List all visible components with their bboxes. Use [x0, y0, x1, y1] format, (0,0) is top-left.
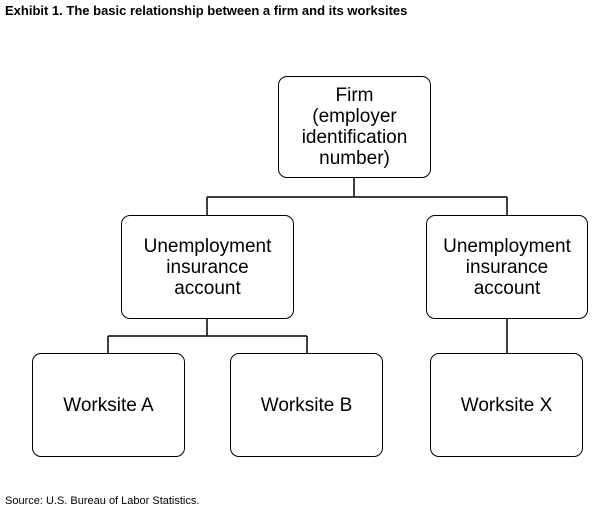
worksite-x-label: Worksite X	[460, 394, 553, 416]
ui-account-left-line: Unemployment	[143, 235, 272, 257]
ui-account-left-line: insurance	[166, 256, 249, 278]
ui-account-left-line: account	[174, 277, 241, 299]
firm-node-line: number)	[319, 148, 390, 169]
firm-node: Firm (employer identification number)	[278, 76, 431, 178]
worksite-b-node: Worksite B	[230, 353, 383, 457]
ui-account-right-line: account	[473, 277, 541, 299]
worksite-x-node: Worksite X	[430, 353, 583, 457]
firm-node-line: (employer	[312, 106, 397, 127]
firm-node-line: Firm	[335, 85, 374, 106]
ui-account-left-node: Unemployment insurance account	[121, 215, 294, 319]
ui-account-right-line: Unemployment	[443, 235, 571, 257]
ui-account-right-node: Unemployment insurance account	[426, 215, 588, 319]
worksite-a-node: Worksite A	[32, 353, 185, 457]
firm-node-line: identification	[301, 127, 408, 148]
worksite-b-label: Worksite B	[260, 394, 353, 416]
worksite-a-label: Worksite A	[63, 394, 154, 416]
exhibit-title: Exhibit 1. The basic relationship betwee…	[5, 3, 408, 18]
ui-account-right-line: insurance	[465, 256, 549, 278]
source-note: Source: U.S. Bureau of Labor Statistics.	[5, 495, 200, 507]
